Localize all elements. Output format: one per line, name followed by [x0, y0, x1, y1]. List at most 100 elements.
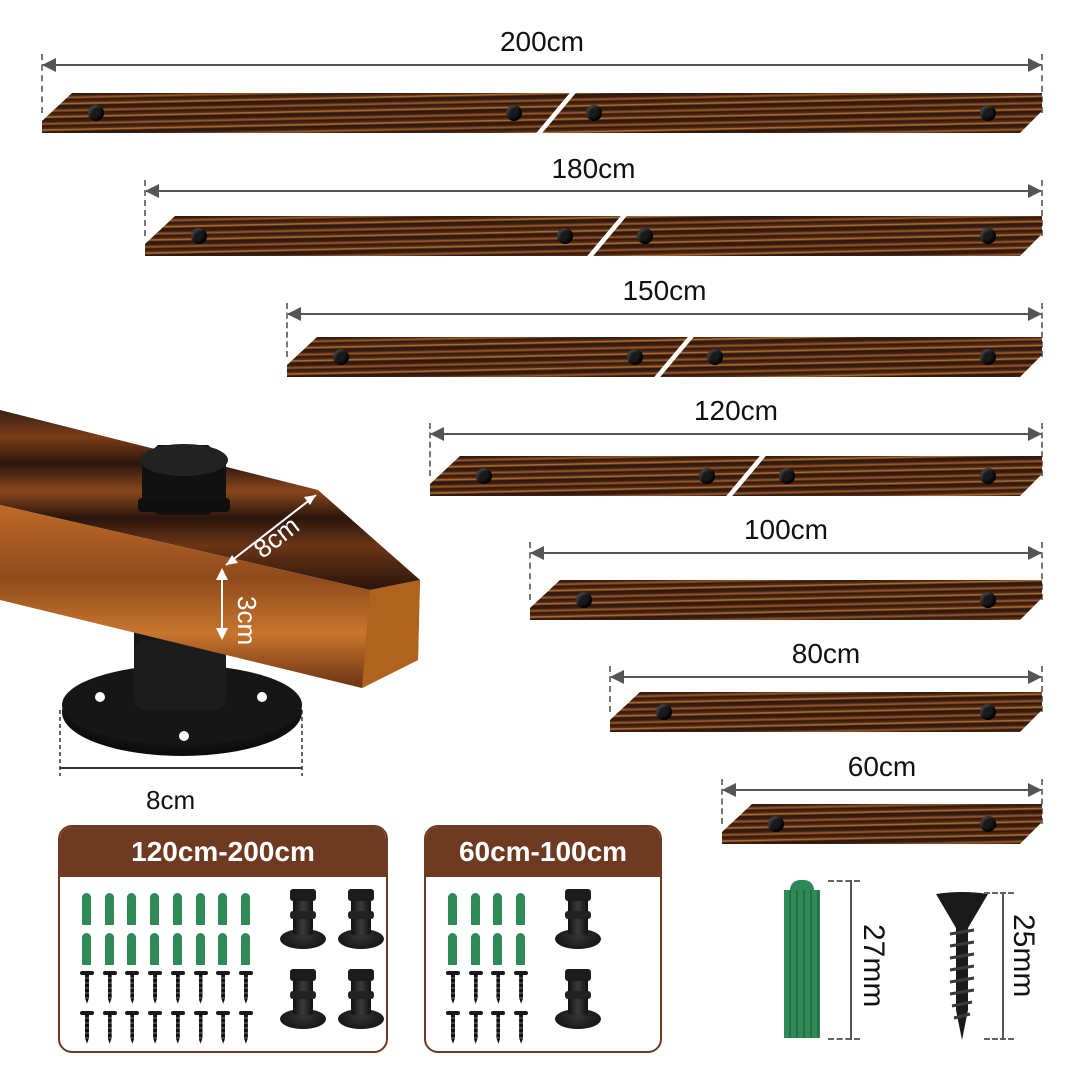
bolt-icon [980, 349, 996, 365]
dimension-tick [1041, 779, 1043, 824]
screw-icon [193, 971, 208, 1005]
dimension-arrow [287, 307, 1042, 321]
flange-diameter-label: 8cm [146, 785, 196, 815]
screw-icon [514, 1011, 529, 1045]
rail-length-label: 80cm [791, 638, 861, 669]
screw-icon [170, 971, 185, 1005]
dimension-tick [429, 423, 431, 476]
dimension-tick [1041, 542, 1043, 600]
screw-icon [125, 1011, 140, 1045]
kit-title: 60cm-100cm [426, 827, 660, 877]
bolt-icon [980, 816, 996, 832]
screw-icon [170, 1011, 185, 1045]
bolt-icon [557, 228, 573, 244]
bolt-icon [586, 105, 602, 121]
screw-icon [102, 971, 117, 1005]
rail-length-label: 180cm [551, 153, 636, 184]
screw-icon [936, 892, 988, 1040]
bracket-icon [554, 969, 601, 1031]
anchor-icon [448, 933, 457, 965]
anchor-dimension: 27mm [828, 880, 890, 1040]
anchor-icon [104, 933, 114, 965]
screw-icon [216, 971, 231, 1005]
anchor-icon [448, 893, 457, 925]
screw-icon [148, 971, 163, 1005]
anchor-icon [790, 880, 814, 892]
thickness-dimension-label: 3cm [232, 596, 262, 646]
dimension-tick [721, 779, 723, 824]
bracket-icon [554, 889, 601, 951]
rail-length-label: 150cm [622, 275, 707, 306]
anchor-icon [82, 893, 91, 925]
dimension-tick [286, 303, 288, 357]
handrail-closeup: 8cm 3cm 8cm [0, 400, 430, 820]
screw-icon [125, 971, 140, 1005]
anchor-icon [195, 933, 205, 965]
screw-icon [193, 1011, 208, 1045]
bracket-icon [279, 969, 326, 1031]
anchor-icon [172, 933, 182, 965]
screw-icon [80, 971, 94, 1005]
bolt-icon [88, 105, 104, 121]
dimension-tick [1041, 54, 1043, 113]
dimension-tick [144, 180, 146, 236]
screw-icon [468, 971, 483, 1005]
screw-icon [446, 971, 460, 1005]
screw-icon [446, 1011, 460, 1045]
screw-icon [102, 1011, 117, 1045]
anchor-icon [127, 933, 137, 965]
anchor-icon [150, 893, 160, 925]
dimension-arrow [430, 427, 1042, 441]
anchor-length-label: 27mm [857, 924, 890, 1008]
screw-icon [216, 1011, 231, 1045]
anchor-body [784, 890, 820, 1038]
screw-icon [491, 971, 506, 1005]
bolt-icon [627, 349, 643, 365]
bolt-icon [656, 704, 672, 720]
anchor-icon [172, 893, 182, 925]
wood-rail [530, 580, 1042, 620]
anchor-icon [516, 933, 526, 965]
bolt-icon [980, 228, 996, 244]
bolt-icon [980, 105, 996, 121]
dimension-tick [1041, 666, 1043, 712]
dimension-arrow [722, 783, 1042, 797]
bolt-icon [707, 349, 723, 365]
anchor-icon [82, 933, 91, 965]
bolt-icon [980, 704, 996, 720]
kit-title: 120cm-200cm [60, 827, 386, 877]
dimension-arrow [145, 184, 1042, 198]
bracket-icon [337, 889, 384, 951]
screw-icon [238, 1011, 253, 1045]
bolt-icon [980, 468, 996, 484]
anchor-icon [516, 893, 526, 925]
bolt-icon [576, 592, 592, 608]
dimension-tick [529, 542, 531, 600]
wall-anchor [784, 880, 820, 1038]
bolt-icon [779, 468, 795, 484]
anchor-icon [493, 893, 503, 925]
anchor-icon [470, 933, 480, 965]
screw-dimension: 25mm [984, 892, 1044, 1042]
bracket-icon [279, 889, 326, 951]
rail-length-label: 120cm [693, 395, 779, 426]
anchor-icon [127, 893, 137, 925]
kit-120-200: 120cm-200cm [58, 825, 388, 1053]
anchor-icon [218, 893, 228, 925]
anchor-icon [195, 893, 205, 925]
rail-length-label: 200cm [499, 26, 585, 57]
dimension-tick [1041, 303, 1043, 357]
anchor-icon [104, 893, 114, 925]
screw-icon [148, 1011, 163, 1045]
screw-icon [514, 971, 529, 1005]
dimension-arrow [610, 670, 1042, 684]
bolt-icon [980, 592, 996, 608]
dimension-arrow [530, 546, 1042, 560]
dimension-arrow [42, 58, 1042, 72]
anchor-icon [470, 893, 480, 925]
screw-icon [238, 971, 253, 1005]
bolt-icon [637, 228, 653, 244]
dimension-tick [41, 54, 43, 113]
anchor-icon [240, 893, 250, 925]
kit-60-100: 60cm-100cm [424, 825, 662, 1053]
